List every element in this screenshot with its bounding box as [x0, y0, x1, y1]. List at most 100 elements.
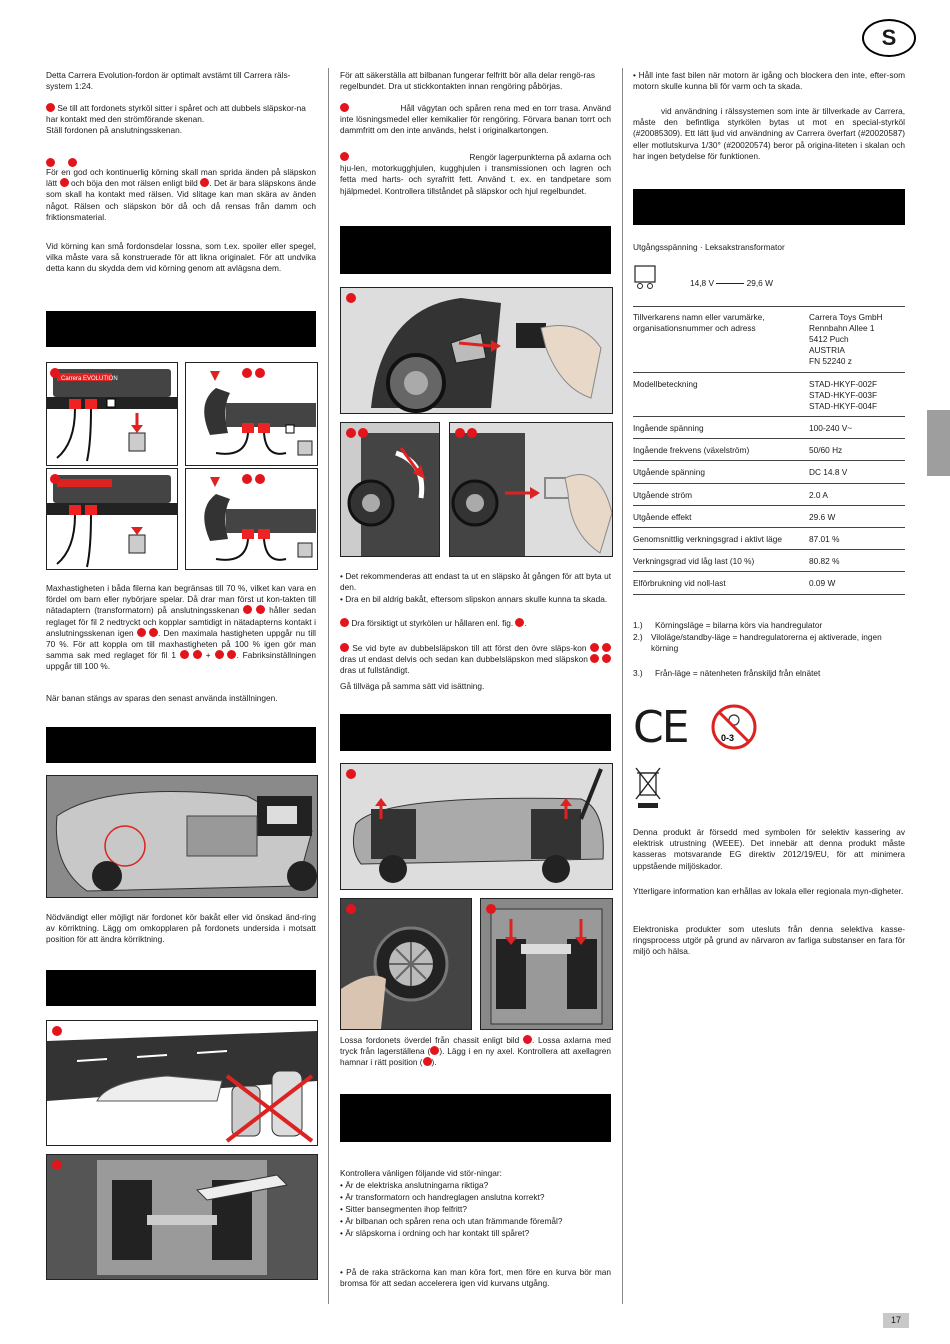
cleaning-intro-text: För att säkerställa att bilbanan fungera…: [340, 70, 596, 92]
direction-text: Nödvändigt eller möjligt när fordonet kö…: [46, 912, 316, 945]
axle-image: [480, 898, 613, 1030]
axle-image: [340, 763, 613, 890]
axle-illustration: [341, 764, 612, 889]
intro-text: Detta Carrera Evolution-fordon är optima…: [46, 70, 291, 92]
spec-row: Ingående frekvens (växelström) 50/60 Hz: [633, 438, 905, 461]
transformer-rating: 14,8 V 29,6 W: [690, 278, 773, 288]
section-tab: [927, 410, 950, 476]
marker-row: [46, 153, 316, 167]
car-illustration: [47, 776, 317, 897]
spec-row: Verkningsgrad vid låg last (10 %) 80.82 …: [633, 549, 905, 572]
track-image: [46, 468, 178, 570]
weee-hazard-text: Elektroniska produkter som utesluts från…: [633, 924, 905, 957]
page-number: 17: [883, 1313, 909, 1328]
checklist-item: • Är transformatorn och handreglagen ans…: [340, 1192, 545, 1202]
checklist-item: • Är de elektriska anslutningarna riktig…: [340, 1180, 489, 1190]
section-header-bar: [633, 189, 905, 225]
spec-value: 29.6 W: [809, 512, 836, 522]
spec-key: Utgående effekt: [633, 512, 692, 522]
ce-mark: CE: [633, 702, 690, 753]
guide-keel-text: Se till att fordonets styrköl sitter i s…: [46, 103, 306, 125]
section-header-bar: [46, 970, 316, 1006]
section-header-bar: [46, 311, 316, 347]
spec-value: DC 14.8 V: [809, 467, 848, 477]
column-rule: [622, 68, 623, 1304]
guide-keel-illustration: [341, 288, 612, 413]
spec-key: Utgående ström: [633, 490, 693, 500]
spec-value: 80.82 %: [809, 556, 840, 566]
section-header-bar: [340, 714, 611, 751]
braid-image: [449, 422, 613, 557]
settings-saved-text: När banan stängs av sparas den senast an…: [46, 693, 278, 703]
weee-text: Denna produkt är försedd med symbolen fö…: [633, 827, 905, 871]
spec-value: 2.0 A: [809, 490, 828, 500]
spec-value: 100-240 V~: [809, 423, 853, 433]
svg-text:Carrera EVOLUTION: Carrera EVOLUTION: [61, 376, 118, 382]
spec-row: Modellbeteckning STAD-HKYF-002F STAD-HKY…: [633, 372, 905, 419]
checklist-item: • Är bilbanan och spåren rena och utan f…: [340, 1216, 563, 1226]
braid-tip-text: • Det rekommenderas att endast ta ut en …: [340, 571, 611, 593]
guide-keel-image: [340, 287, 613, 414]
track-image: Carrera EVOLUTION: [46, 362, 178, 466]
transformer-label: Utgångsspänning · Leksakstransformator: [633, 242, 785, 252]
track-cleaning-text: Håll vägytan och spåren rena med en torr…: [340, 103, 611, 136]
spec-key: Tillverkarens namn eller varumärke, orga…: [633, 312, 765, 333]
braid-replace-text: Se vid byte av dubbelsläpskon till att f…: [340, 643, 612, 677]
spoiler-text: Vid körning kan små fordonsdelar lossna,…: [46, 241, 316, 274]
mode-item: 1.)Körningsläge = bilarna körs via handr…: [633, 620, 823, 630]
spec-table: Tillverkarens namn eller varumärke, orga…: [633, 306, 905, 596]
braid-image: [340, 422, 440, 557]
spec-key: Modellbeteckning: [633, 379, 698, 389]
section-header-bar: [340, 1094, 611, 1142]
spec-value: STAD-HKYF-002F STAD-HKYF-003F STAD-HKYF-…: [809, 379, 878, 411]
spec-row: Tillverkarens namn eller varumärke, orga…: [633, 306, 905, 373]
dc-symbol: [716, 283, 745, 285]
spec-row: Utgående ström 2.0 A: [633, 483, 905, 506]
spec-key: Genomsnittlig verkningsgrad i aktivt läg…: [633, 534, 782, 544]
column-rule: [328, 68, 329, 1304]
track-illustration: Carrera EVOLUTION: [47, 369, 177, 462]
track-illustration: [204, 477, 316, 561]
spec-value: 50/60 Hz: [809, 445, 843, 455]
braid-warning-text: • Dra en bil aldrig bakåt, eftersom slip…: [340, 594, 608, 604]
spec-key: Ingående frekvens (växelström): [633, 445, 750, 455]
axle-image: [340, 898, 472, 1030]
insertion-text: Gå tillväga på samma sätt vid isättning.: [340, 681, 485, 691]
section-header-bar: [340, 226, 611, 274]
troubleshoot-intro-text: Kontrollera vänligen följande vid stör-n…: [340, 1168, 502, 1178]
transformer-icon: [634, 265, 656, 289]
track-image: [185, 362, 318, 466]
weee-bin-icon: [635, 767, 661, 808]
language-badge: S: [862, 19, 916, 57]
cleaning-illustration: [47, 1031, 317, 1143]
age-warning-icon: 0-3: [711, 704, 757, 750]
spec-row: Genomsnittlig verkningsgrad i aktivt läg…: [633, 527, 905, 550]
spec-key: Ingående spänning: [633, 423, 704, 433]
special-keel-text: vid användning i rälssystemen som inte ä…: [633, 106, 905, 161]
lubrication-text: Rengör lagerpunkterna på axlarna och hju…: [340, 152, 611, 196]
section-header-bar: [46, 727, 316, 763]
keel-remove-text: Dra försiktigt ut styrkölen ur hållaren …: [340, 618, 611, 629]
mode-item: 2.)Viloläge/standby-läge = handregulator…: [633, 632, 882, 654]
spec-value: 87.01 %: [809, 534, 840, 544]
axle-replace-text: Lossa fordonets överdel från chassit enl…: [340, 1035, 611, 1068]
cleaning-image: [46, 1020, 318, 1146]
spec-row: Elförbrukning vid noll-last 0.09 W: [633, 571, 905, 595]
spec-value: Carrera Toys GmbH Rennbahn Allee 1 5412 …: [809, 312, 883, 366]
spec-row: Ingående spänning 100-240 V~: [633, 416, 905, 439]
lubrication-image: [46, 1154, 318, 1280]
spec-key: Verkningsgrad vid låg last (10 %): [633, 556, 755, 566]
mode-item: 3.)Från-läge = nätenheten frånskiljd frå…: [633, 668, 821, 678]
checklist-item: • Sitter bansegmenten ihop felfritt?: [340, 1204, 467, 1214]
track-illustration: [47, 475, 177, 568]
spec-value: 0.09 W: [809, 578, 836, 588]
spec-row: Utgående effekt 29.6 W: [633, 505, 905, 528]
marker-dot: [46, 103, 55, 112]
track-image: [185, 468, 318, 570]
braid-illustration: [341, 423, 439, 556]
axle-illustration: [341, 899, 471, 1029]
spec-key: Elförbrukning vid noll-last: [633, 578, 726, 588]
motor-warning-text: • Håll inte fast bilen när motorn är igå…: [633, 70, 905, 92]
spec-key: Utgående spänning: [633, 467, 705, 477]
spec-row: Utgående spänning DC 14.8 V: [633, 460, 905, 483]
